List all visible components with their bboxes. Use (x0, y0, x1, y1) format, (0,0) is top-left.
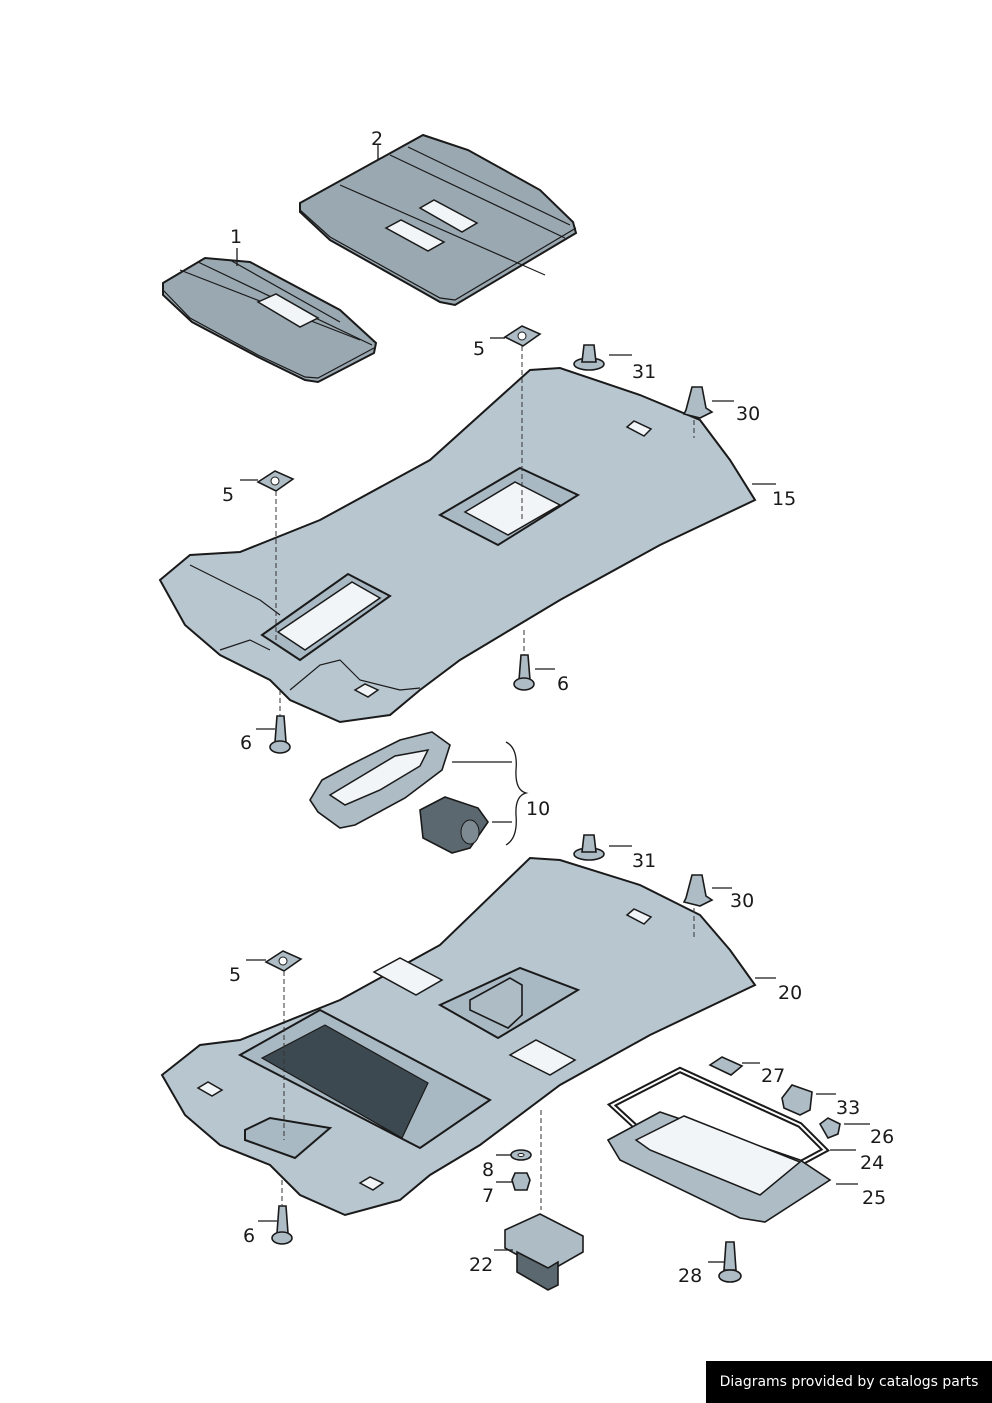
label-part-26: 26 (870, 1126, 894, 1148)
label-part-5-top: 5 (473, 338, 485, 360)
screw-6-bottom (271, 1205, 293, 1245)
label-part-1: 1 (230, 226, 242, 248)
attribution-text: Diagrams provided by catalogs parts (719, 1374, 979, 1390)
label-part-2: 2 (371, 128, 383, 150)
washer-8 (510, 1149, 532, 1161)
clip-5-mid (256, 470, 295, 492)
label-part-8: 8 (482, 1159, 494, 1181)
label-part-22: 22 (469, 1254, 493, 1276)
headliner-20 (160, 856, 757, 1217)
clip-5-bottom (264, 950, 303, 972)
label-part-27: 27 (761, 1065, 785, 1087)
attribution-badge: Diagrams provided by catalogs parts (706, 1361, 992, 1403)
screw-28 (718, 1241, 742, 1283)
part-1-mat (162, 256, 378, 384)
label-part-30-bottom: 30 (730, 890, 754, 912)
part-31-bottom (573, 834, 605, 861)
label-part-6-bottom: 6 (243, 1225, 255, 1247)
part-25-frame (606, 1111, 832, 1223)
part-30-bottom (682, 874, 714, 907)
label-part-31-top: 31 (632, 361, 656, 383)
label-part-20: 20 (778, 982, 802, 1004)
screw-6-mid (513, 654, 535, 691)
label-part-5-bottom: 5 (229, 964, 241, 986)
label-part-31-bottom: 31 (632, 850, 656, 872)
label-part-25: 25 (862, 1187, 886, 1209)
label-part-28: 28 (678, 1265, 702, 1287)
label-part-6-mid: 6 (557, 673, 569, 695)
label-part-24: 24 (860, 1152, 884, 1174)
clip-5-top (503, 325, 542, 347)
clip-27 (708, 1056, 744, 1076)
label-part-33: 33 (836, 1097, 860, 1119)
part-2-mat (299, 133, 578, 307)
label-part-30-top: 30 (736, 403, 760, 425)
label-part-7: 7 (482, 1185, 494, 1207)
screw-6-left (269, 715, 291, 754)
label-part-5-mid: 5 (222, 484, 234, 506)
label-part-15: 15 (772, 488, 796, 510)
part-31-top (573, 344, 605, 371)
clip-33 (781, 1084, 813, 1116)
part-10-console (309, 731, 489, 854)
label-part-10: 10 (526, 798, 550, 820)
clip-26 (818, 1117, 841, 1140)
label-part-6-left: 6 (240, 732, 252, 754)
nut-7 (511, 1172, 531, 1191)
headliner-15 (158, 366, 757, 724)
part-22-module (504, 1213, 584, 1291)
part-30-top (682, 386, 714, 419)
